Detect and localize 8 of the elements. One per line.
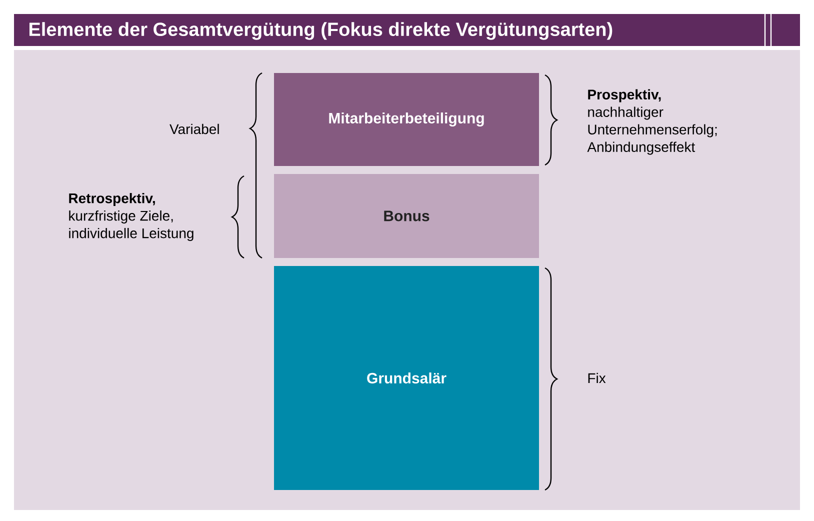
title: Elemente der Gesamtvergütung (Fokus direkte Vergütungsarten) — [29, 22, 612, 40]
brace-label: Retrospektiv, kurzfristige Ziele, individuelle Leistung — [69, 192, 194, 241]
brace-label: Variabel — [170, 124, 219, 134]
brace-label: Fix — [588, 372, 606, 384]
bar-segment: Bonus — [274, 174, 539, 258]
bar-segment: Mitarbeiterbeteiligung — [274, 73, 539, 166]
bar-segment: Grundsalär — [274, 266, 539, 490]
brace-label: Prospektiv, nachhaltiger Unternehmenserfolg; Anbindungseffekt — [587, 89, 717, 155]
